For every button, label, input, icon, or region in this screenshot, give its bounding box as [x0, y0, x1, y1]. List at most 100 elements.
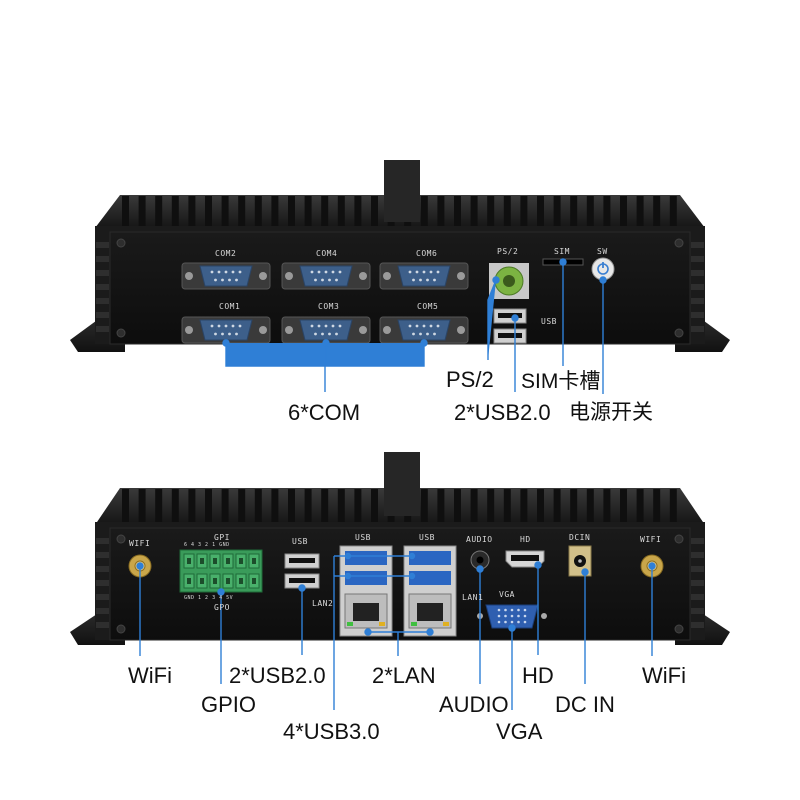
db9-pin [224, 324, 228, 328]
fin [337, 489, 345, 522]
vga-pin [504, 608, 507, 612]
label-sw: SW [597, 247, 608, 256]
fin [669, 489, 677, 522]
db9-pin [221, 332, 224, 336]
db9-pin [426, 278, 429, 282]
side-fin [96, 594, 109, 600]
fin [520, 489, 528, 522]
fin [354, 196, 362, 226]
db9-pin [238, 324, 242, 328]
fin [420, 489, 428, 522]
vga-pin [523, 608, 527, 612]
db9-screw [383, 326, 391, 334]
db9-pin [217, 270, 221, 274]
db9-pin [331, 270, 335, 274]
side-fin [691, 270, 704, 276]
fin [603, 489, 611, 522]
db9-port [397, 319, 451, 341]
callout-vga: VGA [496, 719, 543, 744]
gpio-pin-hole [187, 578, 191, 584]
side-fin [96, 270, 109, 276]
vga-pin [517, 614, 520, 618]
db9-pin [419, 332, 422, 336]
fin [304, 196, 312, 226]
fin [221, 196, 229, 226]
side-fin [96, 580, 109, 586]
label-com1: COM1 [219, 302, 241, 311]
db9-pin [310, 324, 314, 328]
fin [122, 196, 129, 226]
vga-pin [517, 620, 520, 624]
db9-pin [335, 332, 338, 336]
vga-pin [523, 614, 527, 618]
vga-pin [510, 608, 514, 612]
db9-screw [285, 272, 293, 280]
side-fin [96, 256, 109, 262]
db9-screw [457, 326, 465, 334]
db9-pin [214, 332, 217, 336]
gpio-pin-hole [213, 558, 217, 564]
db9-pin [429, 324, 433, 328]
db9-pin [422, 324, 426, 328]
fin [420, 196, 428, 226]
label-com3: COM3 [318, 302, 340, 311]
callout-usb20-top: 2*USB2.0 [454, 400, 551, 425]
db9-pin [415, 270, 419, 274]
gpio-pin-hole [213, 578, 217, 584]
fin [205, 489, 212, 522]
callout-wifi-left: WiFi [128, 663, 172, 688]
fin [171, 489, 179, 522]
db9-pin [408, 324, 412, 328]
fin [371, 489, 378, 522]
db9-pin [314, 332, 317, 336]
db9-pin [314, 278, 317, 282]
side-fin [96, 622, 109, 628]
screw [116, 238, 126, 248]
gpio-pin-hole [226, 558, 230, 564]
db9-pin [415, 324, 419, 328]
fin [454, 196, 461, 226]
db9-pin [422, 270, 426, 274]
side-fin [691, 552, 704, 558]
callout-wifi-right: WiFi [642, 663, 686, 688]
label-com2: COM2 [215, 249, 237, 258]
db9-pin [317, 324, 321, 328]
screw [674, 328, 684, 338]
vga-pin [517, 608, 520, 612]
vga-pin [510, 614, 514, 618]
db9-pin [338, 270, 342, 274]
db9-pin [238, 270, 242, 274]
db9-port [299, 265, 353, 287]
label-com6: COM6 [416, 249, 438, 258]
vga-pin [523, 620, 527, 624]
fin [271, 489, 279, 522]
db9-pin [231, 270, 235, 274]
db9-screw [259, 326, 267, 334]
db9-pin [335, 278, 338, 282]
fin [321, 489, 329, 522]
db9-screw [285, 326, 293, 334]
fin [487, 489, 495, 522]
fin [620, 196, 627, 226]
com-ports [181, 262, 469, 344]
db9-pin [419, 278, 422, 282]
fin [470, 196, 478, 226]
fin [653, 196, 661, 226]
fin [669, 196, 677, 226]
db9-pin [224, 270, 228, 274]
side-fin [691, 608, 704, 614]
side-fin [691, 242, 704, 248]
db9-pin [324, 270, 328, 274]
db9-pin [436, 270, 440, 274]
label-lan2: LAN2 [312, 599, 334, 608]
db9-screw [383, 272, 391, 280]
db9-port [199, 319, 253, 341]
db9-pin [321, 278, 324, 282]
fin [304, 489, 312, 522]
fin [586, 489, 594, 522]
side-fin [691, 622, 704, 628]
usb20-port-tongue [289, 558, 315, 563]
label-usb-top: USB [541, 317, 557, 326]
fin [171, 196, 179, 226]
